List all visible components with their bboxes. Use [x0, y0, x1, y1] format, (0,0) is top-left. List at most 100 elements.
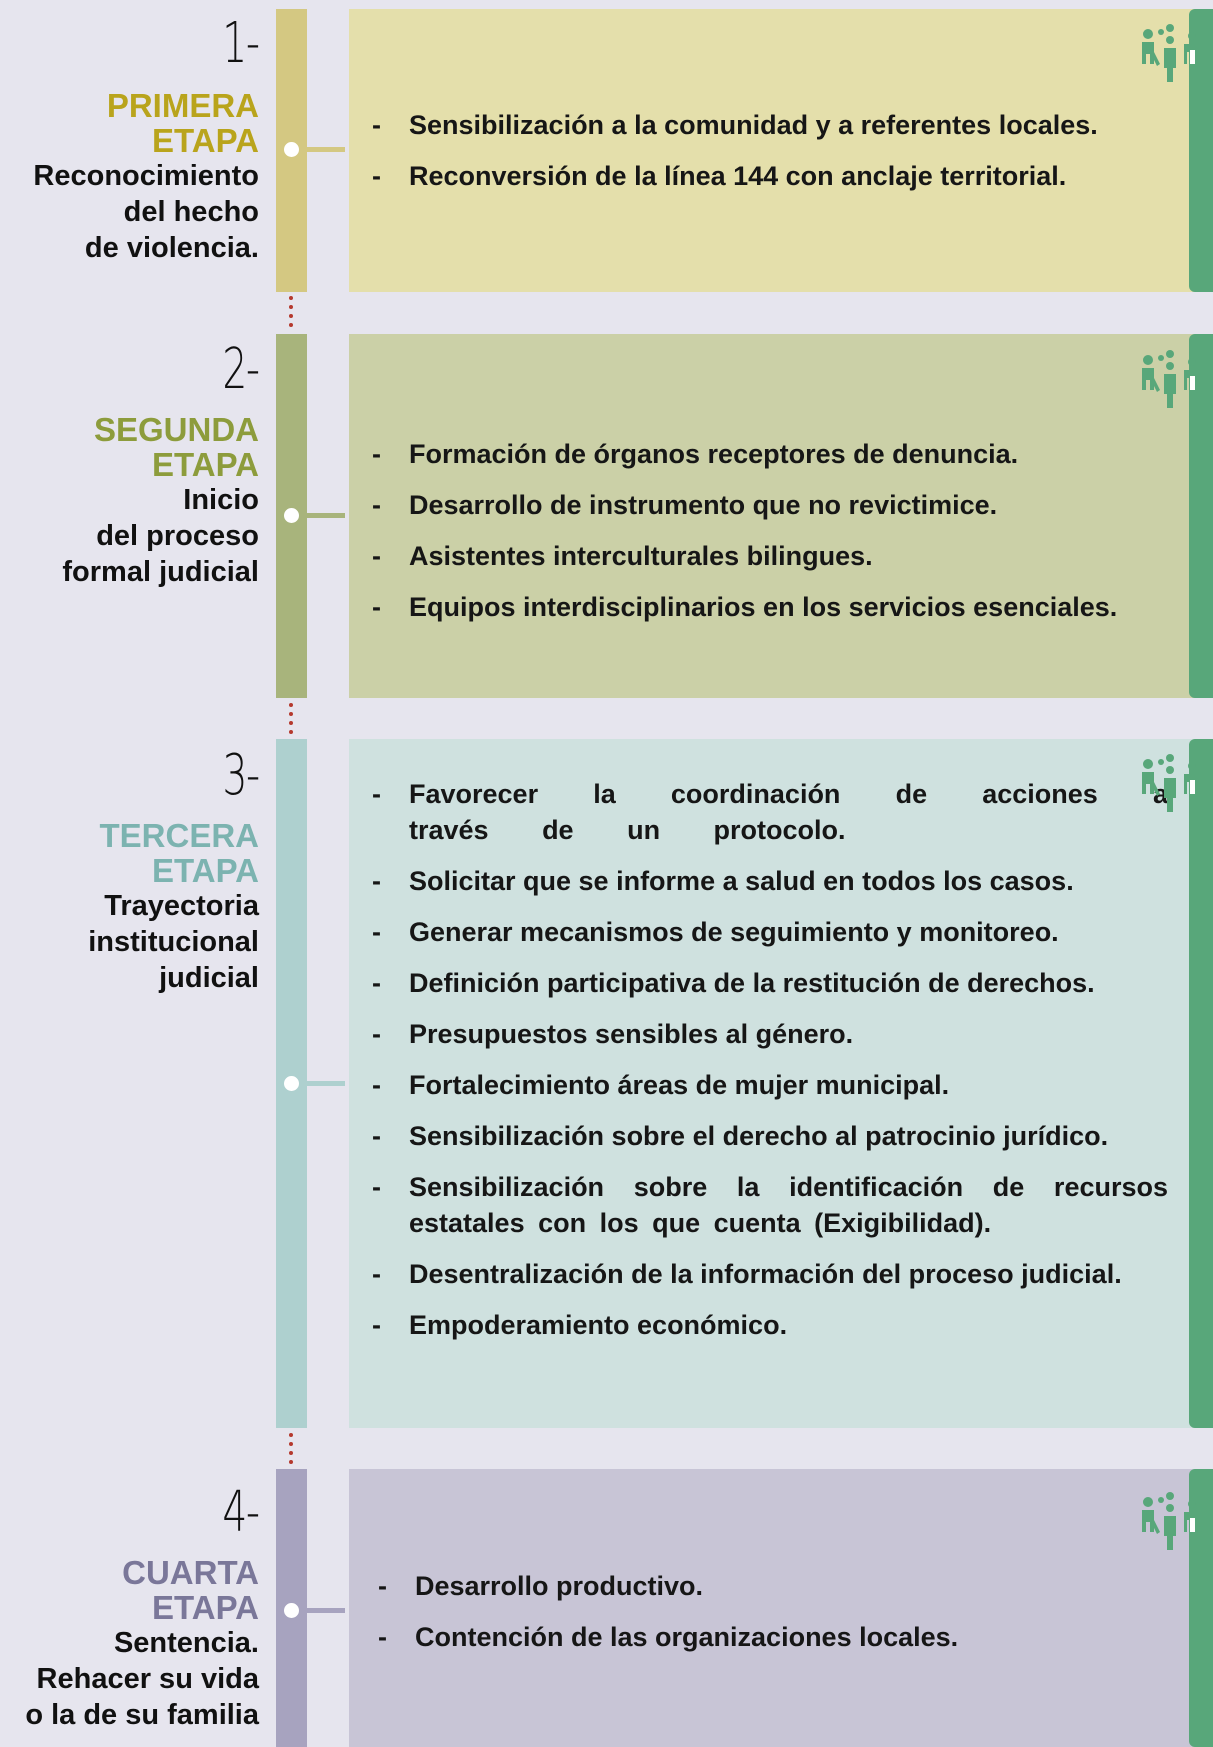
list-item: -Favorecer la coordinación de acciones a…: [372, 776, 1168, 848]
list-item: -Asistentes interculturales bilingues.: [372, 538, 1168, 574]
list-item-text: Fortalecimiento áreas de mujer municipal…: [409, 1070, 950, 1100]
list-item: -Desarrollo productivo.: [378, 1568, 1174, 1604]
stage-1-desc-line2: del hecho: [123, 196, 259, 228]
stage-1-label: 1- PRIMERA ETAPA Reconocimiento del hech…: [33, 16, 260, 266]
stage-2-description: Inicio del proceso formal judicial: [62, 482, 259, 590]
stage-3-label: 3- TERCERA ETAPA Trayectoria institucion…: [88, 748, 260, 996]
stage-2-side-bar: [1189, 334, 1213, 698]
list-item-text: Desarrollo productivo.: [415, 1571, 704, 1601]
bullet-dash: -: [372, 490, 381, 520]
list-item: -Equipos interdisciplinarios en los serv…: [372, 589, 1168, 625]
bullet-dash: -: [372, 1259, 381, 1289]
stage-1-2-dotted-link: [289, 296, 293, 332]
list-item-text: Definición participativa de la restituci…: [409, 968, 1095, 998]
list-item-text: Equipos interdisciplinarios en los servi…: [409, 592, 1118, 622]
people-group-icon: [1142, 24, 1200, 82]
list-item-text: Favorecer la coordinación de acciones a …: [409, 779, 1168, 845]
bullet-dash: -: [372, 439, 381, 469]
stage-1-connector: [299, 147, 345, 152]
stage-2-name-line1: SEGUNDA: [93, 411, 259, 448]
stage-2-name-line2: ETAPA: [152, 446, 259, 483]
list-item: -Contención de las organizaciones locale…: [378, 1619, 1174, 1655]
bullet-dash: -: [372, 541, 381, 571]
stage-2-connector: [299, 513, 345, 518]
list-item-text: Sensibilización a la comunidad y a refer…: [409, 110, 1098, 140]
stage-3-name-line1: TERCERA: [99, 817, 259, 854]
list-item: -Desarrollo de instrumento que no revict…: [372, 487, 1168, 523]
stage-4-desc-line2: Rehacer su vida: [36, 1663, 259, 1695]
stage-1-name: PRIMERA ETAPA: [33, 88, 259, 158]
stage-1-desc-line1: Reconocimiento: [33, 160, 259, 192]
stage-2-panel: [349, 334, 1195, 698]
stage-4-panel: [349, 1469, 1195, 1747]
stage-4-description: Sentencia. Rehacer su vida o la de su fa…: [25, 1625, 259, 1733]
stage-1-name-line2: ETAPA: [152, 122, 259, 159]
stage-3-desc-line3: judicial: [159, 962, 259, 994]
stage-2-label: 2- SEGUNDA ETAPA Inicio del proceso form…: [62, 337, 261, 590]
stage-3-4-dotted-link: [289, 1433, 293, 1469]
list-item-text: Formación de órganos receptores de denun…: [409, 439, 1019, 469]
stage-2-desc-line3: formal judicial: [62, 556, 259, 588]
stage-2-dot: [284, 508, 299, 523]
list-item: -Empoderamiento económico.: [372, 1307, 1168, 1343]
bullet-dash: -: [372, 1310, 381, 1340]
stage-4-name-line2: ETAPA: [152, 1589, 259, 1626]
list-item-text: Reconversión de la línea 144 con anclaje…: [409, 161, 1067, 191]
list-item: -Reconversión de la línea 144 con anclaj…: [372, 158, 1168, 194]
stage-1-dot: [284, 142, 299, 157]
stage-4-dot: [284, 1603, 299, 1618]
list-item-text: Solicitar que se informe a salud en todo…: [409, 866, 1074, 896]
stage-2-desc-line1: Inicio: [183, 484, 259, 516]
list-item: -Sensibilización sobre el derecho al pat…: [372, 1118, 1168, 1154]
stage-3-desc-line2: institucional: [88, 926, 259, 958]
list-item: -Sensibilización a la comunidad y a refe…: [372, 107, 1168, 143]
stage-4-label: 4- CUARTA ETAPA Sentencia. Rehacer su vi…: [25, 1480, 261, 1733]
stage-3-description: Trayectoria institucional judicial: [88, 888, 259, 996]
stage-3-dot: [284, 1076, 299, 1091]
bullet-dash: -: [372, 110, 381, 140]
bullet-dash: -: [372, 779, 381, 809]
list-item-text: Generar mecanismos de seguimiento y moni…: [409, 917, 1059, 947]
stage-4-desc-line1: Sentencia.: [113, 1627, 259, 1659]
list-item-text: Presupuestos sensibles al género.: [409, 1019, 854, 1049]
list-item: -Presupuestos sensibles al género.: [372, 1016, 1168, 1052]
bullet-dash: -: [372, 592, 381, 622]
stage-2-actions-list: -Formación de órganos receptores de denu…: [372, 436, 1168, 640]
list-item-text: Contención de las organizaciones locales…: [415, 1622, 959, 1652]
list-item: -Sensibilización sobre la identificación…: [372, 1169, 1168, 1241]
stage-1-actions-list: -Sensibilización a la comunidad y a refe…: [372, 107, 1168, 209]
stage-4-name-line1: CUARTA: [122, 1554, 259, 1591]
stage-2-desc-line2: del proceso: [96, 520, 259, 552]
list-item-text: Empoderamiento económico.: [409, 1310, 788, 1340]
list-item: -Formación de órganos receptores de denu…: [372, 436, 1168, 472]
bullet-dash: -: [372, 1172, 381, 1202]
stage-3-actions-list: -Favorecer la coordinación de acciones a…: [372, 776, 1168, 1358]
list-item: -Generar mecanismos de seguimiento y mon…: [372, 914, 1168, 950]
list-item: -Solicitar que se informe a salud en tod…: [372, 863, 1168, 899]
stage-1-desc-line3: de violencia.: [84, 232, 259, 264]
list-item: -Definición participativa de la restituc…: [372, 965, 1168, 1001]
bullet-dash: -: [372, 161, 381, 191]
stage-3-name-line2: ETAPA: [152, 852, 259, 889]
stage-4-desc-line3: o la de su familia: [25, 1699, 259, 1731]
bullet-dash: -: [372, 1019, 381, 1049]
stage-4-number: 4-: [222, 1480, 261, 1545]
bullet-dash: -: [372, 968, 381, 998]
stage-2-name: SEGUNDA ETAPA: [62, 412, 259, 482]
list-item: -Fortalecimiento áreas de mujer municipa…: [372, 1067, 1168, 1103]
people-group-icon: [1142, 350, 1200, 408]
list-item-text: Sensibilización sobre la identificación …: [409, 1172, 1168, 1238]
list-item-text: Sensibilización sobre el derecho al patr…: [409, 1121, 1109, 1151]
stage-3-connector: [299, 1081, 345, 1086]
people-group-icon: [1142, 1492, 1200, 1550]
stage-2-number: 2-: [222, 337, 261, 402]
stage-3-panel: [349, 739, 1195, 1428]
stage-1-name-line1: PRIMERA: [106, 87, 259, 124]
bullet-dash: -: [378, 1571, 387, 1601]
bullet-dash: -: [378, 1622, 387, 1652]
list-item-text: Desarrollo de instrumento que no revicti…: [409, 490, 998, 520]
stage-1-description: Reconocimiento del hecho de violencia.: [33, 158, 259, 266]
people-group-icon: [1142, 754, 1200, 812]
list-item-text: Asistentes interculturales bilingues.: [409, 541, 873, 571]
